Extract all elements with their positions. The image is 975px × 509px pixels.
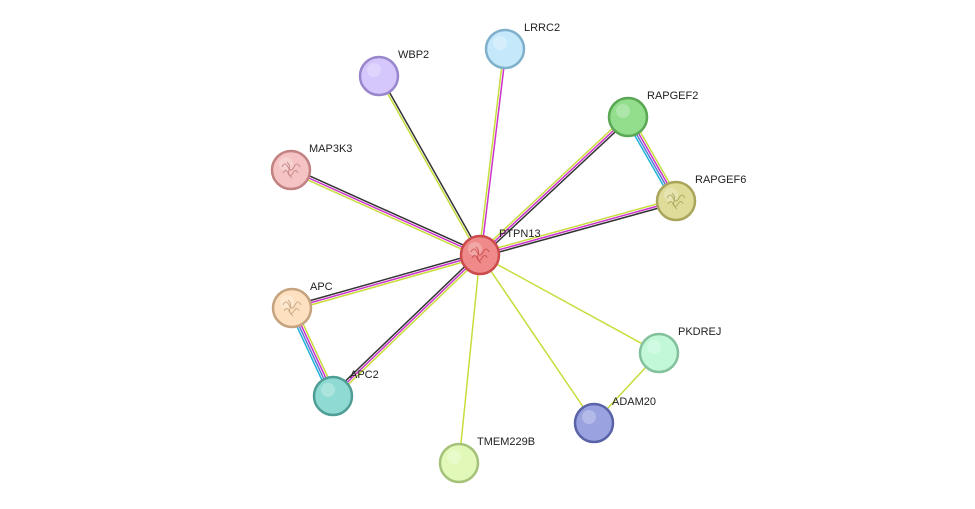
node-ptpn13[interactable]: PTPN13 [459, 228, 541, 276]
node-label: PTPN13 [499, 228, 541, 240]
node-label: RAPGEF2 [647, 90, 698, 102]
node-circle[interactable] [607, 96, 649, 138]
edge-line-textmining [292, 256, 481, 311]
node-label: APC2 [350, 369, 379, 381]
node-highlight [321, 383, 335, 397]
node-rapgef2[interactable]: RAPGEF2 [607, 90, 698, 138]
node-adam20[interactable]: ADAM20 [573, 396, 656, 444]
node-label: MAP3K3 [309, 143, 352, 155]
edge-ptpn13-pkdrej[interactable] [479, 254, 660, 354]
protein-structure-icon [282, 299, 302, 317]
edge-line-textmining [289, 171, 480, 258]
edge-line-coexpression [291, 252, 480, 307]
node-circle[interactable] [573, 402, 615, 444]
node-label: ADAM20 [612, 396, 656, 408]
node-lrrc2[interactable]: LRRC2 [484, 22, 560, 70]
edge-ptpn13-map3k3[interactable] [289, 167, 482, 258]
protein-structure-icon [666, 192, 686, 210]
protein-structure-icon [470, 246, 490, 264]
edge-line-textmining [479, 254, 595, 424]
node-highlight [616, 104, 630, 118]
edge-line-textmining [479, 198, 676, 254]
node-circle[interactable] [358, 55, 400, 97]
edge-line-experiments [290, 169, 481, 256]
edge-line-textmining [478, 48, 505, 255]
node-rapgef6[interactable]: RAPGEF6 [655, 174, 746, 222]
edge-line-coexpression [480, 202, 677, 258]
edge-ptpn13-rapgef2[interactable] [477, 114, 631, 258]
node-label: LRRC2 [524, 22, 560, 34]
edge-line-experiments [479, 200, 677, 256]
node-circle[interactable] [638, 332, 680, 374]
node-label: TMEM229B [477, 436, 535, 448]
edge-line-experiments [332, 254, 481, 397]
edge-ptpn13-lrrc2[interactable] [478, 48, 507, 256]
node-label: APC [310, 281, 333, 293]
protein-structure-icon [281, 161, 301, 179]
node-highlight [582, 410, 596, 424]
edge-ptpn13-wbp2[interactable] [377, 75, 482, 256]
node-highlight [647, 340, 661, 354]
node-map3k3[interactable]: MAP3K3 [270, 143, 352, 191]
node-apc2[interactable]: APC2 [312, 369, 379, 417]
node-apc[interactable]: APC [271, 281, 333, 329]
node-circle[interactable] [312, 375, 354, 417]
edge-line-textmining [458, 254, 481, 464]
edge-line-experiments [291, 254, 481, 309]
node-pkdrej[interactable]: PKDREJ [638, 326, 721, 374]
edge-ptpn13-apc2[interactable] [330, 252, 483, 399]
node-label: WBP2 [398, 49, 429, 61]
edge-ptpn13-rapgef6[interactable] [479, 198, 677, 258]
edge-line-textmining [477, 114, 628, 254]
node-highlight [367, 63, 381, 77]
edge-line-textmining [479, 254, 660, 354]
edge-ptpn13-tmem229b[interactable] [458, 254, 481, 464]
edge-line-experiments [479, 116, 629, 256]
edge-ptpn13-apc[interactable] [291, 252, 481, 311]
edge-line-coexpression [291, 167, 482, 254]
edge-line-coexpression [330, 252, 479, 395]
node-highlight [447, 450, 461, 464]
edge-line-experiments [480, 49, 507, 256]
node-label: PKDREJ [678, 326, 721, 338]
edge-ptpn13-adam20[interactable] [479, 254, 595, 424]
edge-line-coexpression [379, 75, 482, 255]
node-highlight [493, 36, 507, 50]
node-wbp2[interactable]: WBP2 [358, 49, 429, 97]
node-label: RAPGEF6 [695, 174, 746, 186]
node-circle[interactable] [484, 28, 526, 70]
edge-line-coexpression [480, 118, 631, 258]
edge-line-textmining [377, 76, 480, 256]
node-circle[interactable] [438, 442, 480, 484]
node-tmem229b[interactable]: TMEM229B [438, 436, 535, 484]
edge-line-textmining [334, 256, 483, 399]
